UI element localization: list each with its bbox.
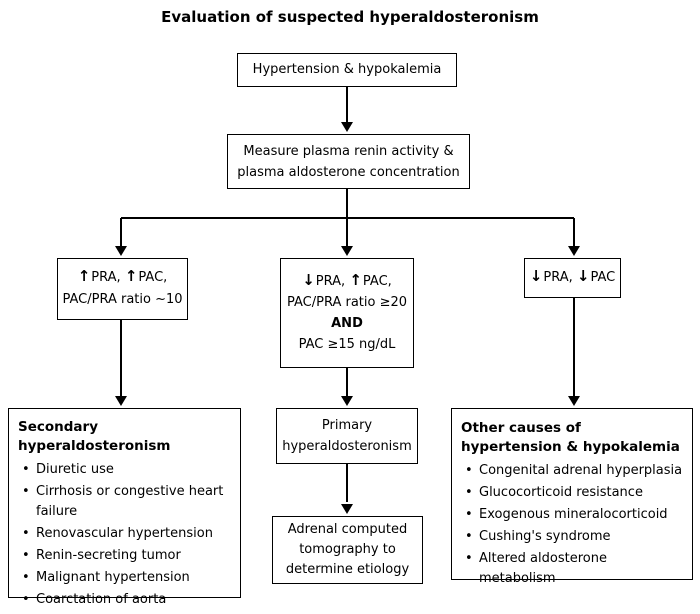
list-item: Glucocorticoid resistance — [461, 483, 684, 503]
arrowhead-right — [568, 246, 580, 256]
list-item: Malignant hypertension — [18, 568, 232, 588]
middle-criteria-line-2: PAC/PRA ratio ≥20 — [286, 295, 408, 310]
arrowhead-measure — [341, 122, 353, 132]
middle-pra-label: PRA, — [315, 274, 350, 289]
left-pac-label: PAC, — [138, 270, 168, 285]
left-criteria-line-2: PAC/PRA ratio ~10 — [62, 292, 183, 307]
ct-line-3: determine etiology — [285, 562, 410, 577]
arrowhead-ct — [341, 504, 353, 514]
adrenal-ct-box: Adrenal computed tomography to determine… — [272, 516, 423, 584]
ct-line-1: Adrenal computed — [287, 522, 408, 537]
secondary-causes-list: Diuretic use Cirrhosis or congestive hea… — [18, 460, 232, 610]
measure-line-1: Measure plasma renin activity & — [243, 143, 454, 159]
hypertension-hypokalemia-text: Hypertension & hypokalemia — [252, 62, 442, 77]
right-criteria-line-1: ↓PRA, ↓PAC — [530, 268, 615, 288]
other-causes-box: Other causes of hypertension & hypokalem… — [451, 408, 693, 586]
left-pra-label: PRA, — [91, 270, 125, 285]
list-item: Exogenous mineralocorticoid — [461, 505, 684, 525]
right-pac-label: PAC — [590, 270, 616, 285]
right-pra-label: PRA, — [543, 270, 577, 285]
arrowhead-left — [115, 246, 127, 256]
secondary-heading: Secondary hyperaldosteronism — [18, 419, 171, 454]
diagram-title: Evaluation of suspected hyperaldosteroni… — [161, 8, 539, 26]
low-pra-high-pac-box: ↓PRA, ↑PAC, PAC/PRA ratio ≥20 AND PAC ≥1… — [280, 258, 414, 368]
low-pra-low-pac-box: ↓PRA, ↓PAC — [524, 258, 621, 298]
arrowhead-middle — [341, 246, 353, 256]
arrowhead-secondary — [115, 396, 127, 406]
high-pra-high-pac-box: ↑PRA, ↑PAC, PAC/PRA ratio ~10 — [57, 258, 188, 320]
secondary-hyperaldosteronism-box: Secondary hyperaldosteronism Diuretic us… — [8, 408, 241, 610]
primary-line-1: Primary — [321, 418, 373, 433]
list-item: Altered aldosterone metabolism — [461, 549, 684, 589]
up-arrow-icon: ↑ — [124, 267, 138, 285]
list-item: Cushing's syndrome — [461, 527, 684, 547]
up-arrow-icon: ↑ — [77, 267, 91, 285]
arrowhead-primary — [341, 396, 353, 406]
hypertension-hypokalemia-box: Hypertension & hypokalemia — [237, 53, 457, 87]
up-arrow-icon: ↑ — [349, 271, 362, 289]
middle-criteria-line-4: PAC ≥15 ng/dL — [298, 337, 396, 352]
left-criteria-line-1: ↑PRA, ↑PAC, — [78, 267, 168, 289]
primary-hyperaldosteronism-box: Primary hyperaldosteronism — [276, 408, 418, 464]
list-item: Renovascular hypertension — [18, 524, 232, 544]
list-item: Coarctation of aorta — [18, 590, 232, 610]
arrowhead-other — [568, 396, 580, 406]
other-causes-list: Congenital adrenal hyperplasia Glucocort… — [461, 461, 684, 589]
primary-line-2: hyperaldosteronism — [282, 439, 412, 454]
ct-line-2: tomography to — [299, 542, 396, 557]
middle-criteria-line-1: ↓PRA, ↑PAC, — [302, 271, 392, 292]
list-item: Renin-secreting tumor — [18, 546, 232, 566]
middle-criteria-and: AND — [331, 316, 363, 331]
other-heading: Other causes of hypertension & hypokalem… — [461, 420, 680, 455]
list-item: Cirrhosis or congestive heart failure — [18, 482, 232, 522]
list-item: Diuretic use — [18, 460, 232, 480]
down-arrow-icon: ↓ — [529, 267, 543, 285]
list-item: Congenital adrenal hyperplasia — [461, 461, 684, 481]
down-arrow-icon: ↓ — [576, 267, 590, 285]
measure-line-2: plasma aldosterone concentration — [237, 164, 460, 180]
measure-renin-aldosterone-box: Measure plasma renin activity & plasma a… — [227, 134, 470, 189]
middle-pac-label: PAC, — [362, 274, 392, 289]
down-arrow-icon: ↓ — [302, 271, 315, 289]
